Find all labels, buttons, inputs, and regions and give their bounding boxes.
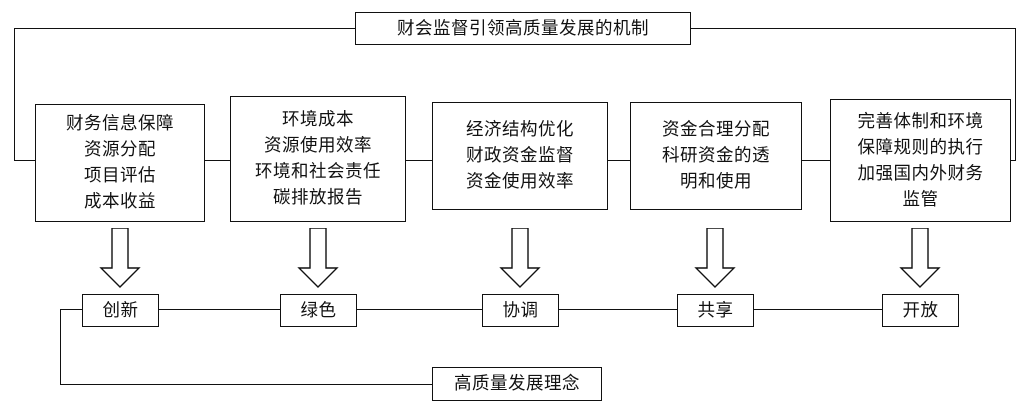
measure-line: 资源分配 bbox=[84, 140, 156, 160]
concept-label: 开放 bbox=[902, 300, 939, 321]
measure-box-finance-information: 财务信息保障 资源分配 项目评估 成本收益 bbox=[35, 104, 205, 222]
measure-line: 项目评估 bbox=[84, 166, 156, 186]
connector-bottom-left-vertical bbox=[60, 309, 61, 385]
mechanism-title-text: 财会监督引领高质量发展的机制 bbox=[397, 18, 649, 39]
measure-line: 财务信息保障 bbox=[66, 114, 174, 134]
measure-line: 环境和社会责任 bbox=[255, 162, 381, 182]
concept-label: 绿色 bbox=[300, 300, 337, 321]
measure-line: 加强国内外财务 bbox=[857, 163, 984, 184]
connector-top-right-horizontal bbox=[691, 28, 1016, 29]
mechanism-title-box: 财会监督引领高质量发展的机制 bbox=[355, 12, 691, 45]
measure-box-fund-allocation: 资金合理分配 科研资金的透 明和使用 bbox=[630, 102, 802, 210]
measure-line: 监管 bbox=[902, 189, 939, 210]
measure-box-system-improvement: 完善体制和环境 保障规则的执行 加强国内外财务 监管 bbox=[830, 99, 1011, 222]
measure-line: 环境成本 bbox=[282, 110, 354, 130]
concept-box-green: 绿色 bbox=[280, 294, 357, 327]
measure-box-economic-structure: 经济结构优化 财政资金监督 资金使用效率 bbox=[432, 102, 608, 210]
connector-right-vertical bbox=[1014, 28, 1016, 161]
concept-label: 创新 bbox=[102, 300, 139, 321]
concept-box-innovation: 创新 bbox=[82, 294, 159, 327]
down-arrow-icon bbox=[297, 228, 339, 288]
measure-line: 资源使用效率 bbox=[264, 136, 372, 156]
measure-line: 资金合理分配 bbox=[662, 120, 770, 140]
measure-line: 资金使用效率 bbox=[466, 172, 574, 192]
development-concept-box: 高质量发展理念 bbox=[432, 367, 602, 401]
measure-line: 科研资金的透 bbox=[662, 146, 770, 166]
concept-box-openness: 开放 bbox=[882, 294, 959, 327]
connector-bottom-horizontal bbox=[60, 384, 432, 385]
measure-line: 碳排放报告 bbox=[273, 188, 363, 208]
measure-line: 成本收益 bbox=[84, 192, 156, 212]
connector-top-left-horizontal bbox=[14, 28, 355, 29]
measure-line: 经济结构优化 bbox=[466, 120, 574, 140]
concept-label: 协调 bbox=[502, 300, 539, 321]
down-arrow-icon bbox=[694, 228, 736, 288]
down-arrow-icon bbox=[99, 228, 141, 288]
concept-label: 共享 bbox=[697, 300, 734, 321]
development-concept-text: 高质量发展理念 bbox=[454, 374, 580, 394]
measure-box-environment-cost: 环境成本 资源使用效率 环境和社会责任 碳排放报告 bbox=[230, 96, 406, 222]
concept-box-coordination: 协调 bbox=[482, 294, 559, 327]
measure-line: 完善体制和环境 bbox=[857, 111, 984, 132]
connector-left-vertical bbox=[14, 28, 15, 161]
measure-line: 明和使用 bbox=[680, 172, 752, 192]
down-arrow-icon bbox=[899, 228, 941, 288]
down-arrow-icon bbox=[499, 228, 541, 288]
measure-line: 保障规则的执行 bbox=[857, 137, 984, 158]
measure-line: 财政资金监督 bbox=[466, 146, 574, 166]
concept-box-sharing: 共享 bbox=[677, 294, 754, 327]
